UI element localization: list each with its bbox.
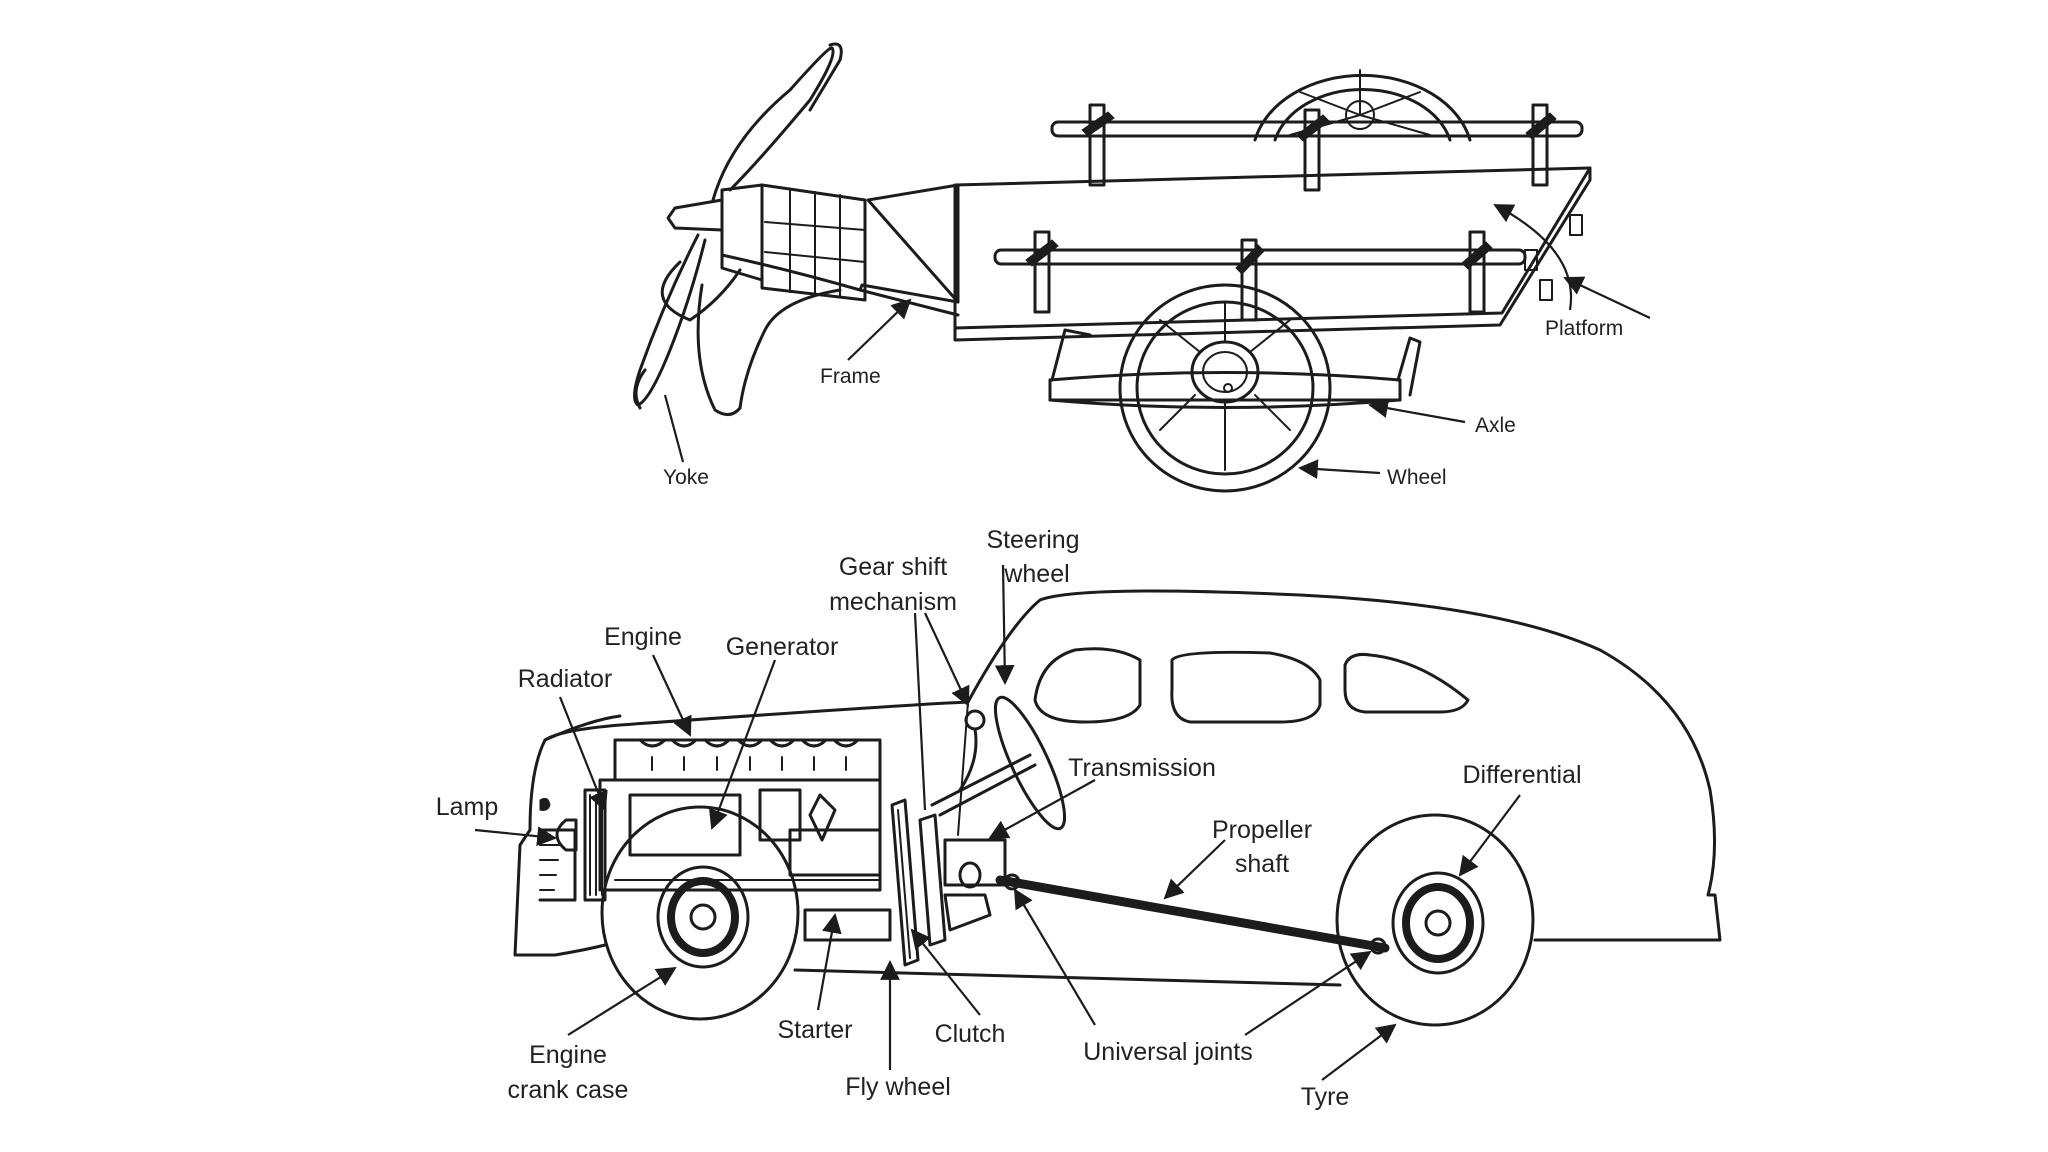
radiator-leader	[558, 696, 608, 812]
label-frame: Frame	[820, 365, 881, 388]
label-wheel: Wheel	[1387, 466, 1447, 489]
car-steering-wheel	[930, 695, 1067, 831]
label-propeller-line1: Propeller	[1212, 816, 1312, 844]
automobile-drawing: Steering wheel Gear shift mechanism Engi…	[436, 526, 1722, 1111]
car-propeller-shaft	[995, 873, 1390, 955]
label-generator: Generator	[726, 633, 839, 661]
platform-leader-1	[1563, 276, 1651, 319]
label-axle: Axle	[1475, 414, 1516, 437]
label-engine: Engine	[604, 623, 682, 651]
car-transmission	[943, 838, 1007, 932]
car-flywheel	[890, 798, 947, 967]
generator-leader	[708, 659, 777, 830]
gear-shift-leader-2	[913, 612, 927, 811]
car-front-wheel	[600, 805, 800, 1021]
label-crank-case-line1: Engine	[529, 1041, 607, 1069]
cart-rear-rail	[1050, 103, 1584, 192]
steering-leader	[994, 564, 1015, 685]
cart-front-rail	[993, 230, 1527, 322]
yoke-leader	[663, 394, 685, 463]
label-crank-case-line2: crank case	[508, 1076, 629, 1104]
label-universal-joints: Universal joints	[1083, 1038, 1253, 1066]
label-differential: Differential	[1462, 761, 1581, 789]
clutch-leader	[910, 928, 981, 1016]
universal-joint-leader-1	[1013, 888, 1096, 1026]
label-gear-shift-line2: mechanism	[829, 588, 957, 616]
frame-leader	[847, 298, 912, 361]
cart-rear-wheel	[1253, 69, 1472, 142]
car-rear-wheel	[1335, 813, 1535, 1027]
bullock-cart-drawing: Platform Frame Axle Wheel Yoke	[633, 42, 1651, 493]
tyre-leader	[1321, 1023, 1397, 1081]
label-steering-line2: wheel	[1003, 560, 1069, 588]
universal-joint-leader-2	[1244, 950, 1372, 1036]
car-radiator	[583, 788, 607, 902]
cart-frame	[666, 183, 960, 317]
label-transmission: Transmission	[1068, 754, 1216, 782]
label-platform: Platform	[1545, 317, 1623, 340]
car-lamp	[555, 818, 578, 852]
car-engine	[598, 738, 892, 942]
differential-leader	[1458, 794, 1521, 877]
label-starter: Starter	[777, 1016, 852, 1044]
wheel-leader	[1298, 459, 1381, 479]
platform-leader-2	[1493, 204, 1573, 311]
label-lamp: Lamp	[436, 793, 499, 821]
cart-yoke	[633, 42, 843, 416]
label-fly-wheel: Fly wheel	[845, 1073, 951, 1101]
label-tyre: Tyre	[1301, 1083, 1350, 1111]
label-clutch: Clutch	[935, 1020, 1006, 1048]
axle-leader	[1368, 398, 1466, 424]
starter-leader	[816, 913, 842, 1011]
lamp-leader	[474, 826, 557, 847]
propeller-leader	[1163, 839, 1226, 900]
gear-shift-leader-1	[924, 612, 970, 707]
crank-case-leader	[567, 966, 677, 1036]
cart-axle	[1048, 328, 1422, 409]
engine-leader	[652, 654, 692, 737]
transmission-leader	[988, 779, 1096, 839]
label-radiator: Radiator	[518, 665, 613, 693]
label-gear-shift-line1: Gear shift	[839, 553, 947, 581]
label-propeller-line2: shaft	[1235, 850, 1289, 878]
label-yoke: Yoke	[663, 466, 709, 489]
label-steering-line1: Steering	[986, 526, 1079, 554]
car-windows	[1033, 647, 1470, 724]
